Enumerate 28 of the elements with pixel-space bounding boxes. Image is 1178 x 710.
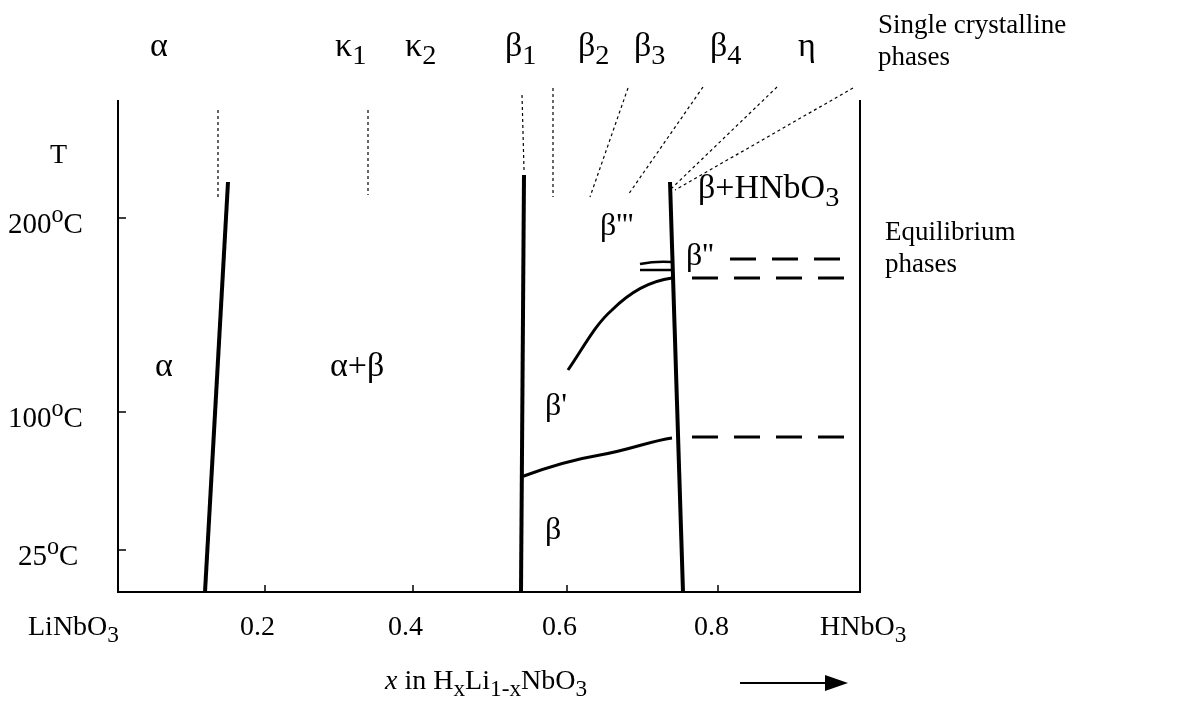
region-label: β (545, 512, 562, 544)
axis-title: x in H$_{x}$Li$_{1-x}$NbO$_{3}$ (385, 666, 588, 700)
region-label: β'' (686, 238, 714, 270)
region-label: α+β (330, 348, 385, 382)
phase-label: β$_{3}$ (634, 28, 666, 70)
region-label: β' (545, 388, 568, 420)
phase-group-note: Single crystalline phases (878, 8, 1068, 73)
region-label: β''' (600, 208, 634, 240)
axis-tick-label: 200$^{o}$C (8, 202, 83, 238)
region-label: β+HNbO$_{3}$ (698, 170, 840, 212)
axis-tick-label: 100$^{o}$C (8, 396, 83, 432)
axis-tick-label: LiNbO$_{3}$ (28, 612, 119, 646)
axis-title: T (50, 140, 68, 168)
phase-label: β$_{2}$ (578, 28, 610, 70)
phase-label: κ$_{1}$ (335, 28, 367, 70)
phase-label: β$_{4}$ (710, 28, 742, 70)
axis-tick-label: HNbO$_{3}$ (820, 612, 907, 646)
axis-tick-label: 0.6 (542, 612, 577, 640)
phase-label: η (798, 28, 816, 62)
phase-group-note: Equilibrium phases (885, 215, 1017, 280)
phase-label: α (150, 28, 168, 62)
axis-tick-label: 0.8 (694, 612, 729, 640)
region-label: α (155, 348, 173, 382)
phase-label: β$_{1}$ (505, 28, 537, 70)
axis-tick-label: 25$^{o}$C (18, 534, 79, 570)
axis-tick-label: 0.2 (240, 612, 275, 640)
axis-tick-label: 0.4 (388, 612, 423, 640)
phase-label: κ$_{2}$ (405, 28, 437, 70)
